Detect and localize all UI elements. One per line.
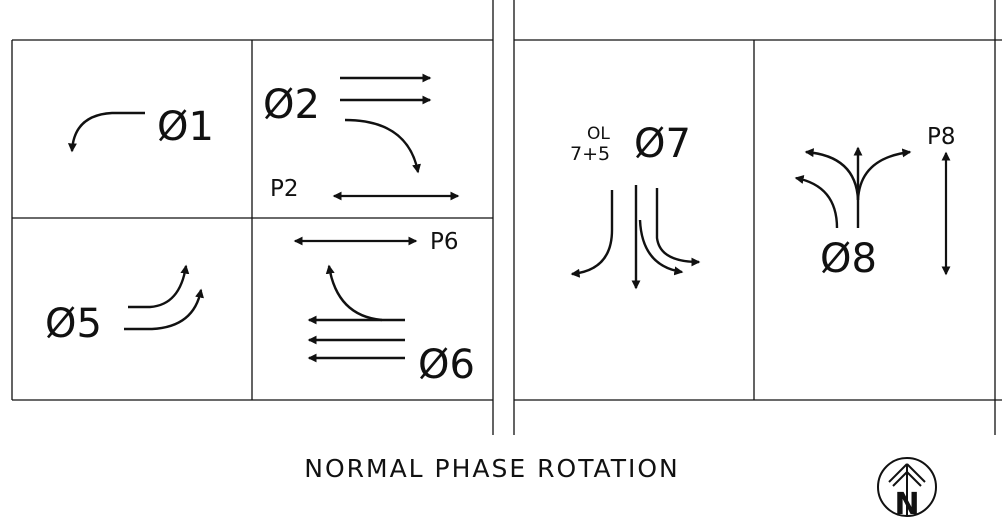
phase-1-left-turn-arrow: [67, 111, 145, 153]
ped-2-label: P2: [270, 176, 299, 202]
overlap-label-line1: OL: [587, 124, 610, 144]
grid-lines: [11, 0, 1002, 435]
phase-8-cell: Ø8 P8: [794, 124, 956, 282]
phase-5-cell: Ø5: [45, 264, 204, 347]
phase-7-right-turn-arrow: [570, 190, 614, 278]
phase-7-cell: OL 7+5 Ø7: [570, 121, 701, 290]
north-letter: N: [894, 487, 919, 522]
phase-1-cell: Ø1: [67, 104, 214, 153]
overlap-label-line2: 7+5: [570, 143, 610, 165]
ped-8-label: P8: [927, 124, 956, 150]
phase-1-label: Ø1: [157, 104, 214, 150]
ped-6-label: P6: [430, 229, 459, 255]
north-arrow-icon: N: [877, 457, 937, 522]
phase-2-cell: Ø2 P2: [263, 73, 460, 202]
phase-5-left-turn-arrow-2: [124, 288, 204, 331]
phase-6-cell: P6 Ø6: [293, 229, 475, 388]
phase-7-overlap-left-turn-arrow: [655, 188, 701, 267]
phase-2-right-turn-arrow: [344, 118, 421, 174]
phase-5-left-turn-arrow-1: [128, 264, 190, 309]
phase-8-label: Ø8: [820, 236, 877, 282]
phase-8-overlap-left-turn-arrow: [794, 175, 839, 229]
phase-7-label: Ø7: [634, 121, 691, 167]
phase-7-left-turn-arrow: [638, 219, 684, 276]
phase-8-right-turn-arrow: [856, 148, 912, 201]
phase-2-label: Ø2: [263, 82, 320, 128]
phase-6-label: Ø6: [418, 342, 475, 388]
phase-6-right-turn-arrow: [325, 264, 383, 322]
diagram-caption: NORMAL PHASE ROTATION: [304, 454, 679, 483]
phase-5-label: Ø5: [45, 301, 102, 347]
phase-8-left-turn-arrow: [804, 148, 860, 201]
